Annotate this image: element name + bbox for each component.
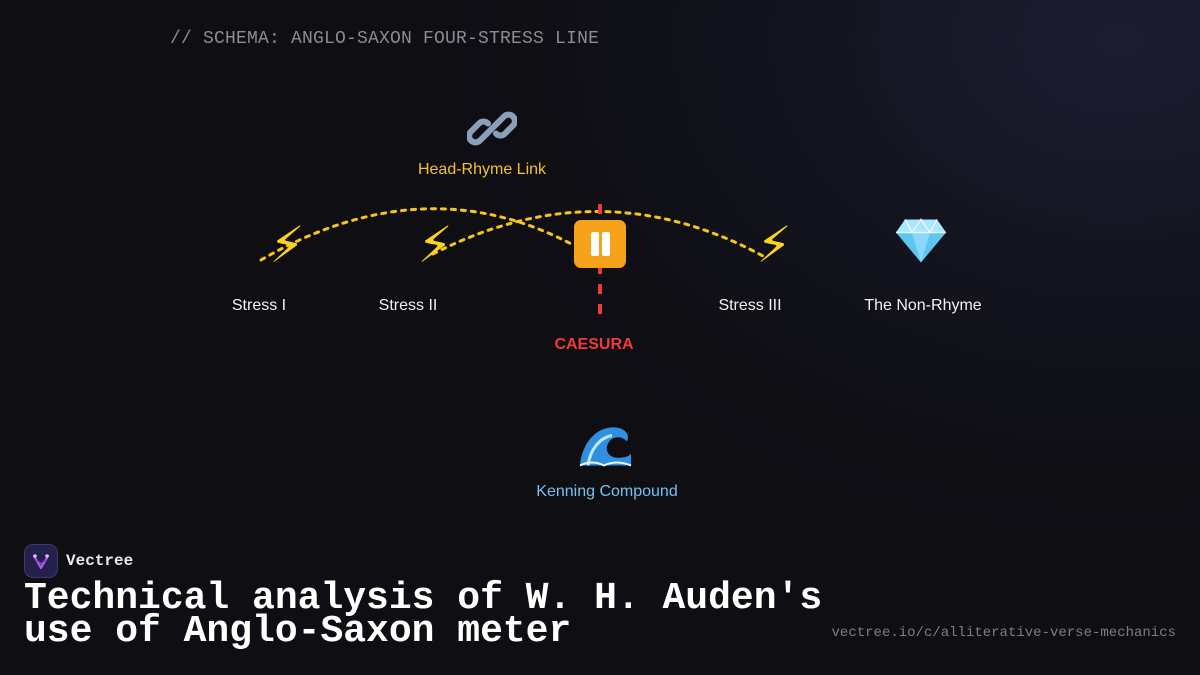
kenning-label: Kenning Compound <box>536 483 678 500</box>
brand-name: Vectree <box>66 552 134 570</box>
page-title: Technical analysis of W. H. Auden's use … <box>24 577 823 653</box>
caesura-label: CAESURA <box>554 336 634 353</box>
stress-1-lightning-icon: ⚡ <box>269 216 305 274</box>
non-rhyme-label: The Non-Rhyme <box>864 297 982 314</box>
source-url[interactable]: vectree.io/c/alliterative-verse-mechanic… <box>831 625 1176 641</box>
pause-icon <box>574 220 626 268</box>
arc-stress1-to-caesura <box>259 207 577 262</box>
schema-comment: // SCHEMA: ANGLO-SAXON FOUR-STRESS LINE <box>170 29 600 49</box>
vectree-logo-icon <box>24 544 58 578</box>
stress-2-label: Stress II <box>378 297 438 314</box>
stress-2-lightning-icon: ⚡ <box>417 216 453 274</box>
wave-icon <box>578 422 632 475</box>
stress-3-lightning-icon: ⚡ <box>756 216 792 274</box>
head-rhyme-label: Head-Rhyme Link <box>417 161 547 178</box>
gem-icon <box>895 218 947 271</box>
brand: Vectree <box>24 544 133 578</box>
stress-3-label: Stress III <box>718 297 782 314</box>
stress-1-label: Stress I <box>231 297 287 314</box>
link-icon <box>466 104 518 161</box>
